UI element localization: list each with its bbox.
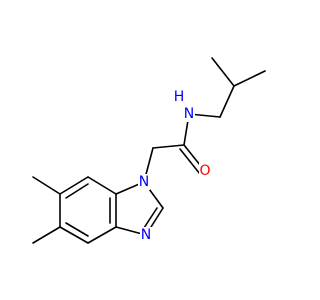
ring-n1-label: N	[139, 174, 149, 190]
ring-n3-backdrop	[140, 227, 152, 243]
bond-c5-methyl	[32, 226, 61, 244]
bond-c5-c4	[59, 226, 89, 244]
ring-n3-label: N	[141, 227, 151, 243]
carbonyl-o-backdrop	[199, 163, 211, 179]
amide-hydrogen-label: H	[174, 89, 185, 105]
molecule-structure-diagram: H N O N N	[32, 57, 266, 244]
bond-c5-c4-inner	[65, 222, 89, 237]
bond-carbonyl-ch2	[152, 144, 185, 149]
bond-c7a-c7	[87, 176, 117, 195]
atom-label-layer: H N O N N	[138, 89, 211, 243]
bond-ch-ch2	[219, 85, 235, 118]
bond-carbonyl-oxygen-b	[179, 148, 201, 175]
bond-c4-c3a	[87, 226, 117, 244]
bond-ch-methyl	[211, 57, 235, 87]
bond-c6-methyl	[32, 176, 61, 195]
bond-c7-c6-inner	[65, 183, 89, 199]
carbonyl-oxygen-label: O	[199, 163, 210, 179]
amide-nitrogen-label: N	[184, 106, 194, 122]
bond-c7-c6	[59, 176, 89, 195]
bond-layer	[32, 57, 266, 244]
ring-n1-backdrop	[138, 174, 150, 190]
bond-methyl-ch	[233, 70, 266, 87]
amide-h-backdrop	[173, 89, 185, 105]
amide-n-backdrop	[183, 106, 195, 122]
